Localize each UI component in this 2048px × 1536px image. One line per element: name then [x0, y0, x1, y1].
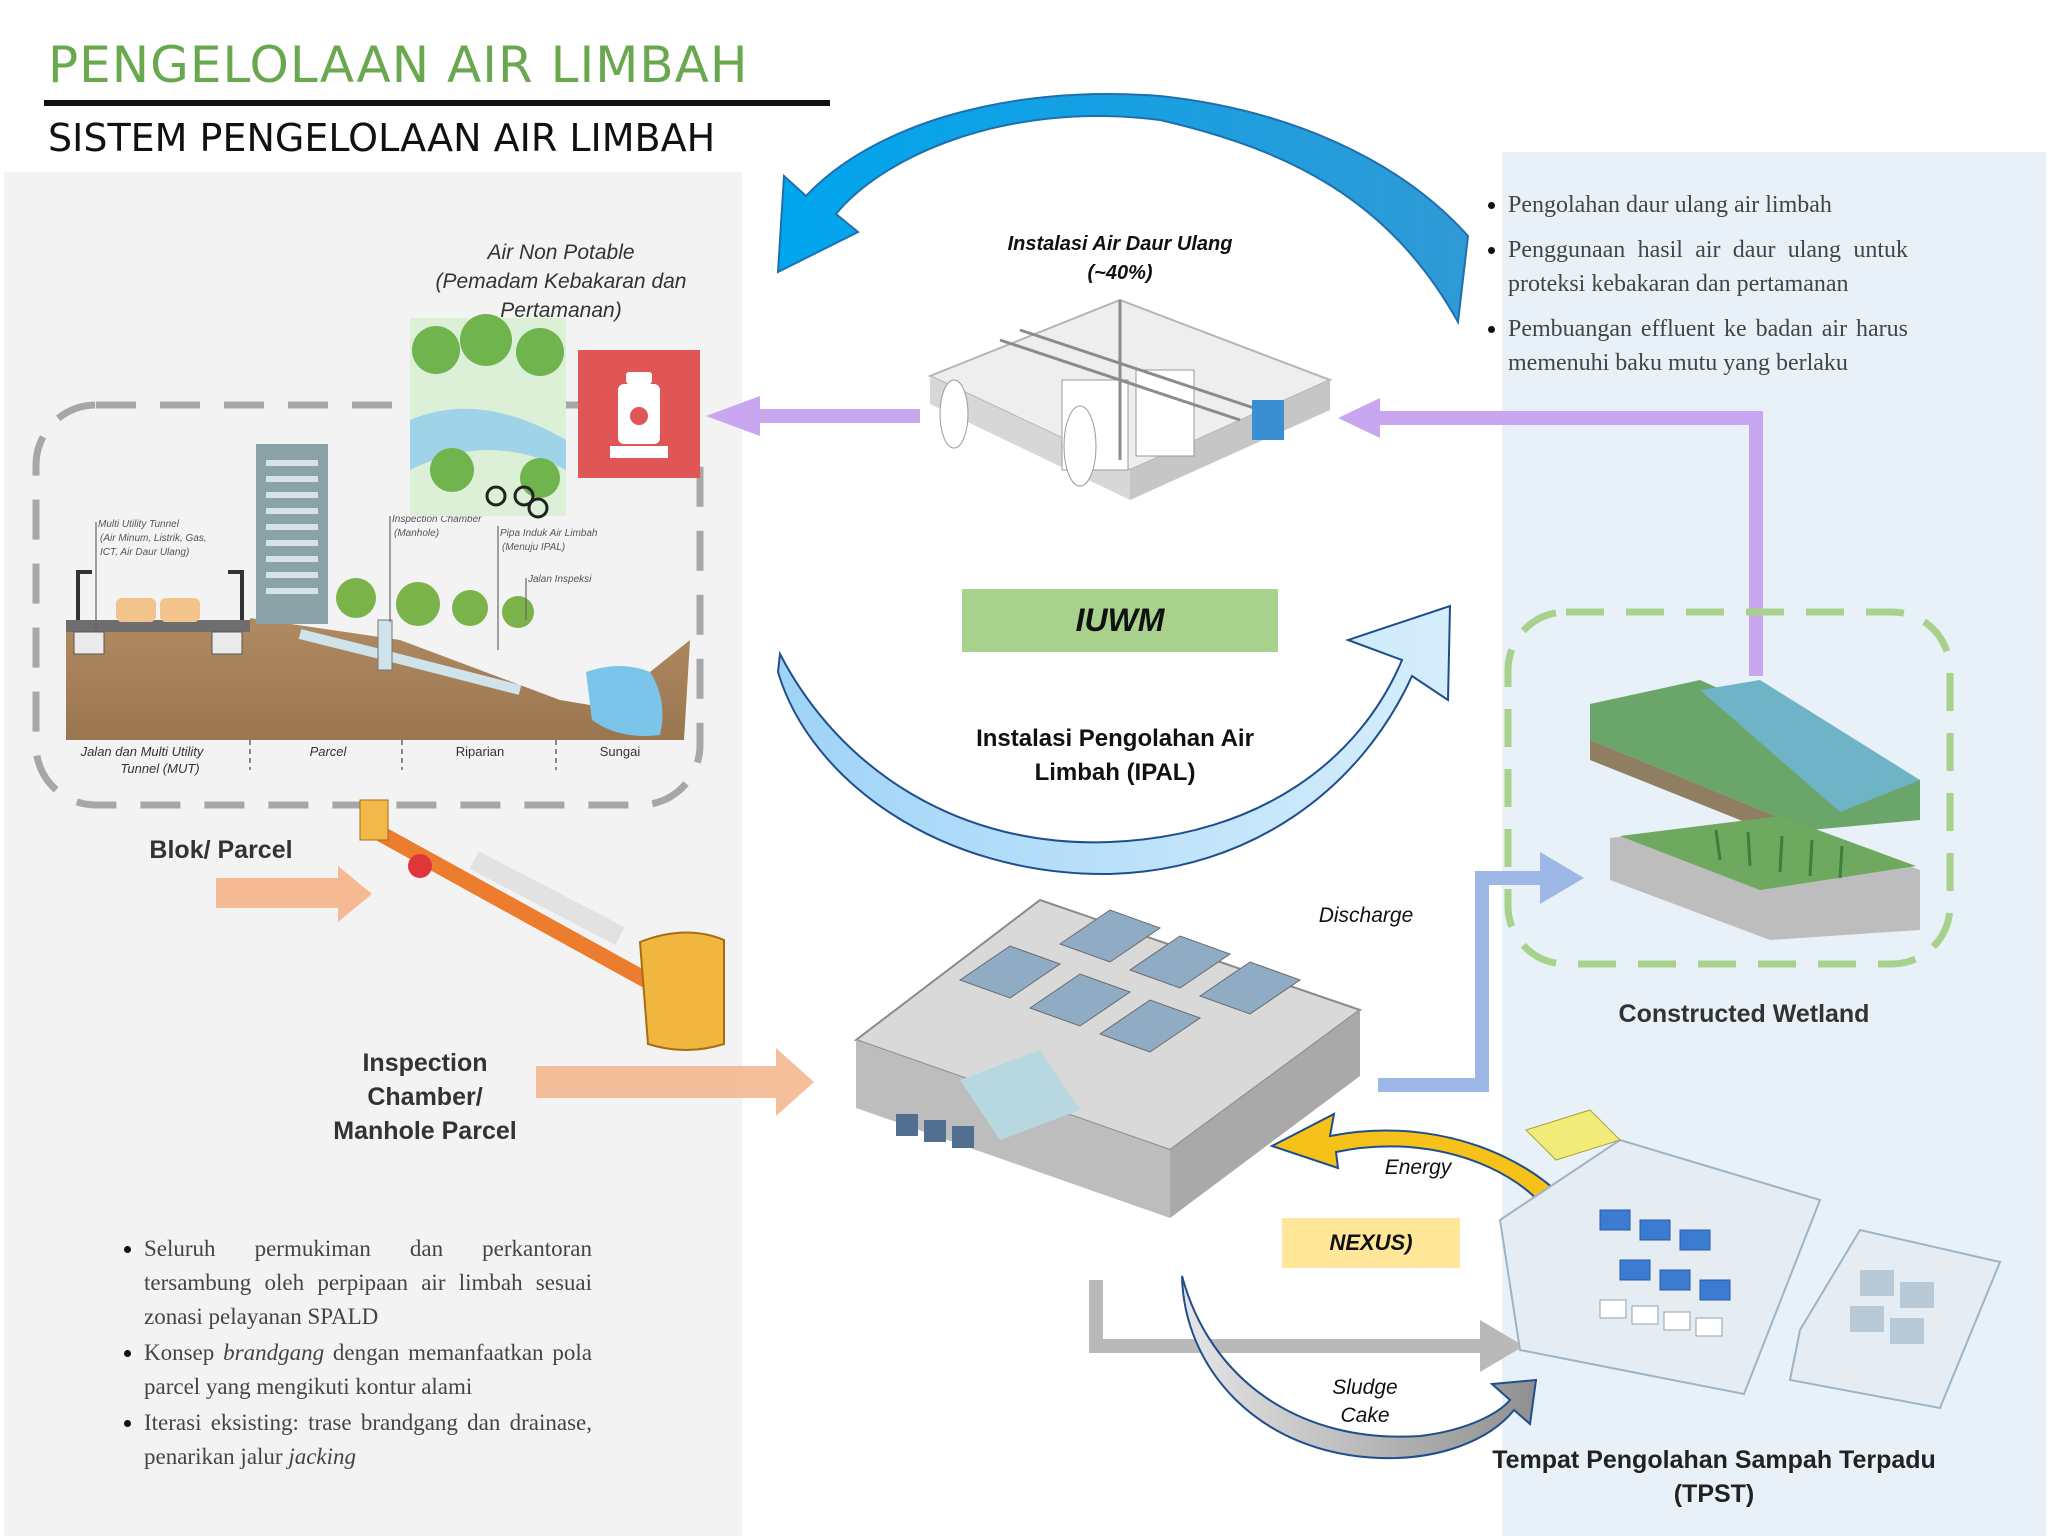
non-potable-label-3: Pertamanan)	[500, 299, 621, 322]
left-bullet-list: Seluruh permukiman dan perkantoran tersa…	[116, 1232, 592, 1476]
recycle-arrow	[776, 93, 1470, 326]
road-surface	[66, 620, 250, 632]
center-labels: Instalasi Air Daur Ulang (~40%) Instalas…	[976, 233, 1453, 1427]
tpst-illustration	[1498, 1109, 2002, 1410]
utility-tunnel-left	[73, 631, 105, 655]
park-illustration	[410, 314, 566, 519]
non-potable-label-2: (Pemadam Kebakaran dan	[436, 270, 687, 293]
river-section-label: Sungai	[600, 744, 641, 759]
discharge-label: Discharge	[1319, 904, 1414, 927]
pipe-label-2: (Menuju IPAL)	[502, 542, 565, 553]
recycle-label-1: Instalasi Air Daur Ulang	[1008, 233, 1233, 255]
sludge-arrows	[1089, 1275, 1538, 1460]
ipal-plant-illustration	[853, 898, 1363, 1218]
title-divider	[44, 100, 830, 106]
car-2	[160, 598, 200, 622]
left-bullet-1: Seluruh permukiman dan perkantoran tersa…	[144, 1232, 592, 1334]
manhole-label: (Manhole)	[394, 528, 439, 539]
iuwm-box: IUWM	[962, 589, 1278, 652]
tower-building	[256, 444, 328, 624]
road-label-1: Jalan dan Multi Utility	[80, 744, 205, 759]
river-water	[586, 666, 663, 736]
nexus-label: NEXUS)	[1329, 1230, 1413, 1255]
tpst-label-2: (TPST)	[1674, 1480, 1755, 1508]
nexus-box: NEXUS)	[1282, 1218, 1460, 1268]
car-1	[116, 598, 156, 622]
left-bullet-3: Iterasi eksisting: trase brandgang dan d…	[144, 1406, 592, 1474]
manhole-shaft	[377, 619, 393, 671]
mut-label: Multi Utility Tunnel	[98, 519, 180, 530]
wetland-frame	[1504, 608, 1954, 968]
non-potable-label-1: Air Non Potable	[485, 241, 634, 264]
iuwm-label: IUWM	[1075, 602, 1165, 638]
sludge-label-1: Sludge	[1332, 1376, 1397, 1399]
left-labels: Air Non Potable (Pemadam Kebakaran dan P…	[149, 241, 686, 1145]
parcel-sewer-line	[359, 799, 725, 1051]
recycle-label-2: (~40%)	[1087, 262, 1152, 284]
parcel-section-label: Parcel	[310, 744, 348, 759]
orange-flow-arrows	[216, 866, 814, 1116]
purple-arrows	[706, 396, 1763, 676]
page-title: PENGELOLAAN AIR LIMBAH	[48, 36, 749, 94]
riparian-trees	[336, 578, 534, 628]
right-bullet-3: Pembuangan effluent ke badan air harus m…	[1508, 312, 1908, 380]
inspection-road-label: Jalan Inspeksi	[527, 574, 592, 585]
energy-label: Energy	[1385, 1156, 1453, 1179]
wetland-label: Constructed Wetland	[1619, 1000, 1870, 1028]
pipe-label-1: Pipa Induk Air Limbah	[500, 528, 598, 539]
inspection-chamber-label-2: Chamber/	[367, 1083, 482, 1111]
street-lamp-right	[228, 570, 244, 620]
page-subtitle: SISTEM PENGELOLAAN AIR LIMBAH	[48, 116, 716, 160]
wetland-illustration	[1590, 680, 1920, 940]
blok-parcel-label: Blok/ Parcel	[149, 836, 292, 864]
street-lamp-left	[76, 570, 92, 620]
right-bullet-list: Pengolahan daur ulang air limbah Penggun…	[1480, 188, 1908, 382]
left-bullet-2: Konsep brandgang dengan memanfaatkan pol…	[144, 1336, 592, 1404]
mut-contents-2: ICT, Air Daur Ulang)	[100, 547, 189, 558]
right-bullet-2: Penggunaan hasil air daur ulang untuk pr…	[1508, 233, 1908, 301]
mut-contents-1: (Air Minum, Listrik, Gas,	[100, 533, 207, 544]
recycle-plant-illustration	[927, 298, 1333, 500]
inspection-chamber-label-3: Manhole Parcel	[333, 1117, 516, 1145]
inspection-chamber-label: Inspection Chamber	[392, 514, 482, 525]
ipal-label-2: Limbah (IPAL)	[1035, 759, 1196, 786]
city-cross-section: Multi Utility Tunnel (Air Minum, Listrik…	[32, 401, 704, 809]
energy-arrow	[1269, 1112, 1598, 1255]
discharge-arrow	[1378, 852, 1584, 1092]
ipal-arrow	[776, 604, 1452, 876]
tpst-label-1: Tempat Pengolahan Sampah Terpadu	[1492, 1446, 1936, 1474]
riparian-section-label: Riparian	[456, 744, 504, 759]
ipal-label-1: Instalasi Pengolahan Air	[976, 725, 1254, 752]
right-labels: Constructed Wetland Tempat Pengolahan Sa…	[1492, 1000, 1936, 1508]
right-bullet-1: Pengolahan daur ulang air limbah	[1508, 188, 1908, 222]
utility-tunnel-right	[211, 631, 243, 655]
fire-hydrant-icon	[578, 350, 700, 478]
inspection-chamber-label-1: Inspection	[362, 1049, 487, 1077]
road-label-2: Tunnel (MUT)	[120, 761, 199, 776]
sludge-label-2: Cake	[1340, 1404, 1389, 1427]
